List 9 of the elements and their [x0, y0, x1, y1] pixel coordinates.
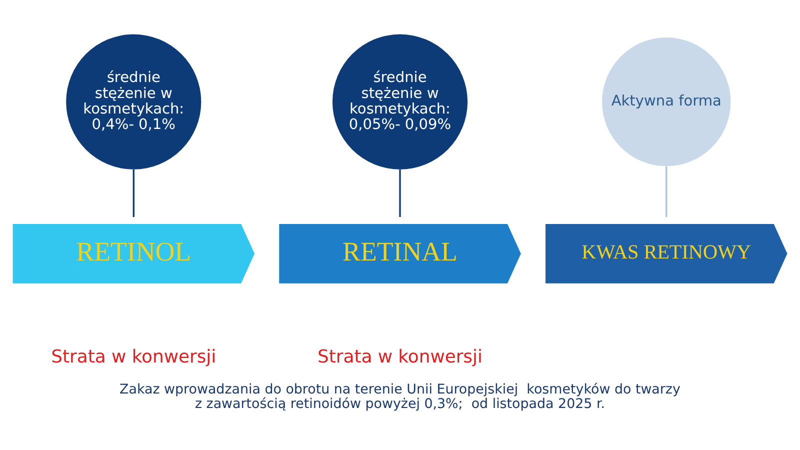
node-circle: średnie stężenie w kosmetykach: 0,4%- 0,1% — [66, 34, 202, 169]
label: Strata w konwersji — [51, 346, 216, 368]
label: Strata w konwersji — [318, 346, 482, 368]
node-circle: średnie stężenie w kosmetykach: 0,05%- 0,09% — [332, 34, 468, 169]
connector — [666, 166, 668, 217]
node-circle: Aktywna forma — [602, 36, 731, 166]
connector — [132, 168, 134, 217]
caption: Zakaz wprowadzania do obrotu na terenie Unii Europejskiej kosmetyków do twarzy z zawartością retinoidów powyżej 0,3%; od listopada 2025 r. — [120, 382, 680, 412]
connector — [399, 168, 401, 217]
